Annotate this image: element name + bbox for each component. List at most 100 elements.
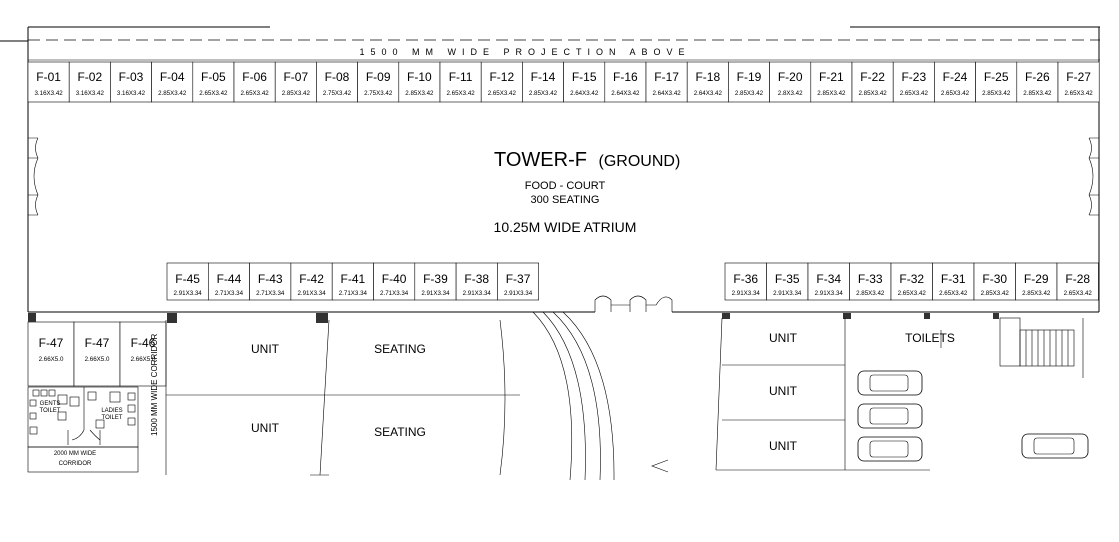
shop-dimension: 2.65X3.42 (898, 290, 927, 297)
shop-outline (892, 61, 935, 103)
shop-id: F-11 (449, 70, 473, 84)
shop-id: F-08 (325, 70, 350, 84)
top-shop-row: F-013.16X3.42F-023.16X3.42F-033.16X3.42F… (27, 61, 1100, 103)
shop-f-41: F-412.71X3.34 (331, 262, 374, 301)
shop-id: F-43 (258, 272, 283, 286)
parked-car-1 (857, 370, 923, 396)
shop-f-47: F-47 2.66X5.0 (27, 321, 75, 387)
shop-dimension: 2.85X3.42 (982, 90, 1011, 97)
shop-outline (290, 262, 333, 301)
shop-id: F-22 (860, 70, 885, 84)
shop-dimension: 2.75X3.42 (364, 90, 393, 97)
shop-dimension: 2.71X3.34 (339, 290, 368, 297)
shop-f-26: F-262.85X3.42 (1016, 61, 1059, 103)
column-block-4 (843, 313, 851, 319)
shop-dimension: 2.65X3.42 (1064, 90, 1093, 97)
shop-outline (1057, 61, 1100, 103)
shop-f-25: F-25 2.85X3.42 (975, 61, 1018, 103)
tower-title: TOWER-F (GROUND) (494, 149, 680, 171)
shop-dimension: 2.65X3.42 (240, 90, 269, 97)
toilets-label: TOILETS (905, 331, 955, 345)
shop-f-27: F-27 2.65X3.42 (1057, 61, 1100, 103)
shop-outline (522, 61, 564, 103)
right-wall-break-symbols (1088, 137, 1099, 216)
parked-car-2 (857, 403, 923, 429)
shop-id: F-15 (572, 70, 597, 84)
shop-id: F-27 (1066, 70, 1091, 84)
shop-f-01: F-013.16X3.42 (27, 61, 70, 103)
shop-dimension: 2.71X3.34 (380, 290, 409, 297)
shop-outline (439, 61, 482, 103)
shop-dimension: 2.85X3.42 (856, 290, 885, 297)
shop-id: F-35 (775, 272, 800, 286)
shop-outline (373, 262, 416, 301)
atrium-label: 10.25M WIDE ATRIUM (494, 219, 637, 235)
shop-outline (932, 262, 975, 301)
shop-outline (769, 61, 812, 103)
seating-capacity-label: 300 SEATING (531, 194, 600, 206)
shop-outline (455, 262, 498, 301)
shop-id: F-25 (984, 70, 1009, 84)
shop-dimension: 2.85X3.42 (817, 90, 846, 97)
shop-id: F-18 (695, 70, 720, 84)
shop-f-37: F-372.91X3.34 (497, 262, 539, 301)
shop-f-02: F-02 3.16X3.42 (68, 61, 111, 103)
shop-outline (849, 262, 892, 301)
shop-outline (766, 262, 809, 301)
corridor-bottom-label-1: 2000 MM WIDE (54, 451, 96, 457)
shop-outline (233, 61, 276, 103)
seating-label-1: SEATING (374, 342, 426, 356)
shop-f-33: F-332.85X3.42 (849, 262, 892, 301)
shop-id: F-06 (242, 70, 267, 84)
shop-outline (331, 262, 374, 301)
shop-f-20: F-20 2.8X3.42 (769, 61, 812, 103)
bottom-left-shop-row: F-452.91X3.34F-442.71X3.34F-432.71X3.34F… (166, 262, 539, 301)
shop-id: F-30 (982, 272, 1007, 286)
ladies-toilet-label: LADIES (101, 408, 122, 414)
shop-dimension: 2.66X5.0 (39, 356, 64, 363)
shop-dimension: 3.16X3.42 (76, 90, 105, 97)
shop-f-03: F-033.16X3.42 (110, 61, 152, 103)
shop-dimension: 2.8X3.42 (778, 90, 803, 97)
shop-id: F-03 (119, 70, 144, 84)
shop-f-43: F-432.71X3.34 (249, 262, 292, 301)
shop-id: F-32 (899, 272, 924, 286)
shop-dimension: 2.65X3.42 (941, 90, 970, 97)
shop-f-06: F-06 2.65X3.42 (233, 61, 276, 103)
shop-id: F-20 (778, 70, 803, 84)
shop-dimension: 2.85X3.42 (158, 90, 187, 97)
shop-dimension: 3.16X3.42 (34, 90, 63, 97)
shop-id: F-39 (423, 272, 448, 286)
shop-id: F-02 (77, 70, 102, 84)
shop-f-38: F-382.91X3.34 (455, 262, 498, 301)
shop-dimension: 2.64X3.42 (652, 90, 681, 97)
shop-dimension: 2.85X3.42 (1023, 90, 1052, 97)
shop-outline (1056, 262, 1099, 301)
shop-id: F-12 (489, 70, 514, 84)
projection-label: 1500 MM WIDE PROJECTION ABOVE (359, 47, 690, 57)
shop-f-42: F-422.91X3.34 (290, 262, 333, 301)
shop-dimension: 2.66X5.0 (131, 356, 156, 363)
shop-id: F-19 (737, 70, 762, 84)
shop-dimension: 2.66X5.0 (85, 356, 110, 363)
shop-outline (27, 321, 75, 387)
unit-label-4: UNIT (769, 384, 798, 398)
shop-outline (890, 262, 933, 301)
shop-dimension: 2.75X3.42 (323, 90, 352, 97)
shop-outline (27, 61, 70, 103)
shop-dimension: 2.85X3.42 (1022, 290, 1051, 297)
shop-dimension: 2.91X3.34 (421, 290, 450, 297)
shop-f-44: F-442.71X3.34 (208, 262, 250, 301)
shop-f-04: F-042.85X3.42 (151, 61, 194, 103)
shop-dimension: 2.85X3.42 (282, 90, 311, 97)
shop-id: F-47 (39, 336, 64, 350)
shop-dimension: 2.85X3.42 (735, 90, 764, 97)
shop-dimension: 2.65X3.42 (446, 90, 475, 97)
shop-f-23: F-232.65X3.42 (892, 61, 935, 103)
unit-label-5: UNIT (769, 439, 798, 453)
shop-f-47: F-472.66X5.0 (73, 321, 121, 387)
shop-f-28: F-282.65X3.42 (1056, 262, 1099, 301)
shop-f-21: F-212.85X3.42 (810, 61, 853, 103)
shop-dimension: 2.91X3.34 (732, 290, 761, 297)
